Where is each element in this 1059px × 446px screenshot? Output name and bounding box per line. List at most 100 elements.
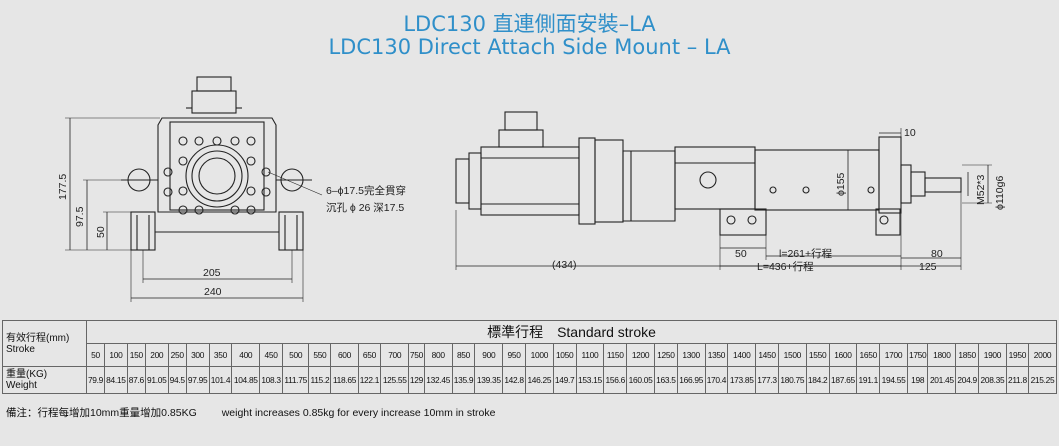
stroke-cell: 100	[103, 343, 128, 367]
stroke-row-label: 有效行程(mm) Stroke	[2, 320, 87, 367]
stroke-cell: 350	[208, 343, 233, 367]
side-view	[455, 111, 992, 270]
stroke-cell: 450	[259, 343, 283, 367]
stroke-cell: 1400	[727, 343, 757, 367]
weight-cell: 177.3	[755, 366, 779, 394]
weight-cell: 139.35	[474, 366, 504, 394]
weight-cell: 84.15	[103, 366, 128, 394]
weight-label-en: Weight	[6, 380, 37, 391]
weight-cell: 201.45	[927, 366, 957, 394]
front-view	[65, 76, 323, 302]
weight-cell: 208.35	[978, 366, 1007, 394]
table-header: 標準行程 Standard stroke	[86, 320, 1057, 344]
hole-note-line1: 6–ϕ17.5完全貫穿	[326, 184, 406, 197]
weight-cell: 180.75	[777, 366, 807, 394]
stroke-cell: 1650	[856, 343, 881, 367]
stroke-cell: 1850	[955, 343, 980, 367]
weight-cell: 170.4	[704, 366, 729, 394]
stroke-cell: 250	[167, 343, 187, 367]
weight-cell: 194.55	[879, 366, 908, 394]
stroke-cell: 1600	[828, 343, 858, 367]
footnote-en: weight increases 0.85kg for every increa…	[221, 407, 496, 419]
weight-cell: 163.5	[653, 366, 678, 394]
stroke-cell: 1700	[879, 343, 908, 367]
weight-cell: 91.05	[144, 366, 169, 394]
stroke-cell: 850	[451, 343, 476, 367]
weight-cell: 115.2	[308, 366, 332, 394]
stroke-cell: 800	[423, 343, 453, 367]
weight-cell: 215.25	[1027, 366, 1058, 394]
dim-177-5: 177.5	[57, 174, 69, 200]
weight-cell: 79.9	[86, 366, 105, 394]
dim-l261: l=261+行程	[779, 247, 833, 260]
weight-cell: 156.6	[603, 366, 628, 394]
weight-cell: 135.9	[451, 366, 476, 394]
weight-cell: 198	[906, 366, 929, 394]
dim-m52: M52*3	[975, 174, 987, 205]
stroke-label-cn: 有效行程(mm)	[6, 332, 70, 344]
dim-434: (434)	[552, 259, 577, 271]
dim-97-5: 97.5	[74, 206, 86, 227]
stroke-cell: 1500	[777, 343, 807, 367]
dim-phi110: ϕ110g6	[994, 176, 1006, 210]
stroke-label-en: Stroke	[6, 343, 35, 355]
weight-cell: 94.5	[167, 366, 187, 394]
weight-cell: 87.6	[126, 366, 146, 394]
weight-cell: 211.8	[1005, 366, 1029, 394]
dim-205: 205	[203, 267, 221, 279]
stroke-cell: 550	[308, 343, 332, 367]
weight-cell: 153.15	[575, 366, 605, 394]
stroke-cell: 150	[126, 343, 146, 367]
stroke-cell: 500	[281, 343, 310, 367]
weight-cell: 160.05	[626, 366, 655, 394]
weight-cell: 184.2	[805, 366, 830, 394]
weight-cell: 101.4	[208, 366, 233, 394]
stroke-cell: 2000	[1027, 343, 1058, 367]
stroke-cell: 1200	[626, 343, 655, 367]
stroke-cell: 1900	[978, 343, 1007, 367]
dim-phi155: ϕ155	[835, 172, 847, 196]
dim-240: 240	[204, 286, 222, 298]
weight-cell: 142.8	[502, 366, 526, 394]
stroke-cell: 300	[185, 343, 210, 367]
dim-80: 80	[931, 248, 943, 260]
footnote-cn: 備注：行程每增加10mm重量增加0.85KG	[6, 407, 197, 419]
stroke-cell: 1950	[1005, 343, 1029, 367]
dim-l436: L=436+行程	[757, 260, 814, 273]
title-chinese: LDC130 直連側面安裝–LA	[403, 12, 656, 36]
weight-cell: 111.75	[281, 366, 310, 394]
stroke-cell: 1000	[525, 343, 554, 367]
weight-cell: 122.1	[357, 366, 382, 394]
footnote: 備注：行程每增加10mm重量增加0.85KG weight increases …	[6, 405, 517, 420]
weight-cell: 146.25	[525, 366, 554, 394]
weight-cell: 132.45	[423, 366, 453, 394]
weight-cell: 108.3	[259, 366, 283, 394]
stroke-cell: 1100	[575, 343, 605, 367]
stroke-cell: 1800	[927, 343, 957, 367]
stroke-cell: 1450	[755, 343, 779, 367]
stroke-cell: 200	[144, 343, 169, 367]
stroke-cell: 650	[357, 343, 382, 367]
stroke-cell: 1250	[653, 343, 678, 367]
stroke-cell: 1050	[552, 343, 577, 367]
stroke-cell: 1750	[906, 343, 929, 367]
stroke-cell: 750	[408, 343, 425, 367]
weight-cell: 104.85	[231, 366, 261, 394]
weight-cell: 129	[408, 366, 425, 394]
weight-cell: 118.65	[330, 366, 359, 394]
dim-50: 50	[95, 226, 107, 238]
stroke-cell: 1550	[805, 343, 830, 367]
weight-cell: 191.1	[856, 366, 881, 394]
stroke-cell: 600	[330, 343, 359, 367]
weight-cell: 166.95	[676, 366, 706, 394]
weight-cell: 149.7	[552, 366, 577, 394]
stroke-cell: 1300	[676, 343, 706, 367]
title-english: LDC130 Direct Attach Side Mount – LA	[328, 35, 731, 59]
weight-cell: 173.85	[727, 366, 757, 394]
weight-cell: 204.9	[955, 366, 980, 394]
stroke-cell: 50	[86, 343, 105, 367]
stroke-cell: 1150	[603, 343, 628, 367]
dim-10: 10	[904, 127, 916, 139]
